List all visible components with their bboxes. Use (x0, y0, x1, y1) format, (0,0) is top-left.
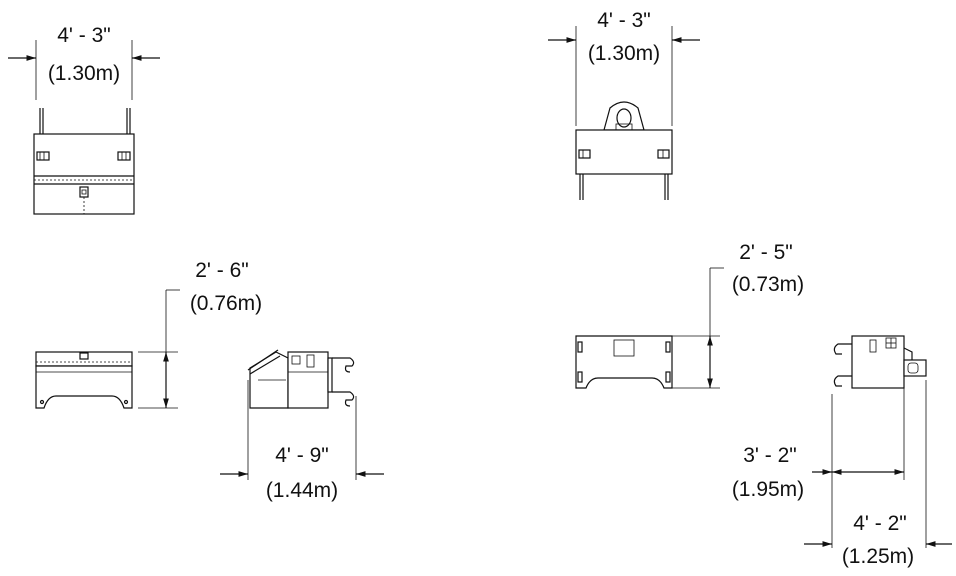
view-side-left-profile: 4' - 9" (1.44m) (220, 349, 384, 502)
view-front-left: 4' - 3" (1.30m) (8, 24, 160, 215)
dim-side-right-length2-imperial: 4' - 2" (853, 512, 906, 535)
view-side-right-front: 2' - 5" (0.73m) (575, 241, 804, 389)
dim-side-left-length-imperial: 4' - 9" (275, 444, 328, 467)
dim-side-right-length2-metric: (1.25m) (842, 545, 914, 568)
dim-side-right-length-metric: (1.95m) (732, 478, 804, 501)
view-side-right-profile: 3' - 2" (1.95m) 4' - 2" (1.25m) (732, 335, 952, 568)
dim-side-left-height-metric: (0.76m) (190, 292, 262, 315)
dim-front-right-imperial: 4' - 3" (597, 9, 650, 32)
dim-front-left-imperial: 4' - 3" (57, 24, 110, 47)
dim-side-right-height-imperial: 2' - 5" (739, 241, 792, 264)
view-side-left-front: 2' - 6" (0.76m) (35, 259, 262, 409)
dim-front-right-metric: (1.30m) (588, 42, 660, 65)
dim-side-left-length-metric: (1.44m) (266, 479, 338, 502)
dim-side-left-height-imperial: 2' - 6" (195, 259, 248, 282)
dim-front-left-metric: (1.30m) (48, 62, 120, 85)
dim-side-right-height-metric: (0.73m) (732, 273, 804, 296)
view-front-right: 4' - 3" (1.30m) (548, 9, 700, 200)
dim-side-right-length-imperial: 3' - 2" (743, 444, 796, 467)
